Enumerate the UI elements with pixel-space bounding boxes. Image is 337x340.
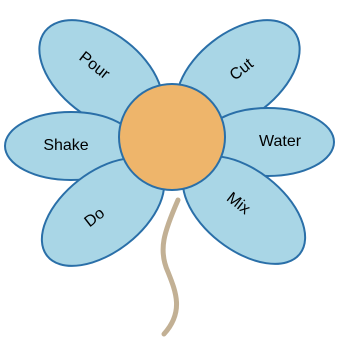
- petal-label-shake: Shake: [43, 137, 88, 154]
- flower-center: [119, 84, 225, 190]
- petal-label-water: Water: [259, 133, 302, 150]
- flower-stem: [163, 200, 178, 334]
